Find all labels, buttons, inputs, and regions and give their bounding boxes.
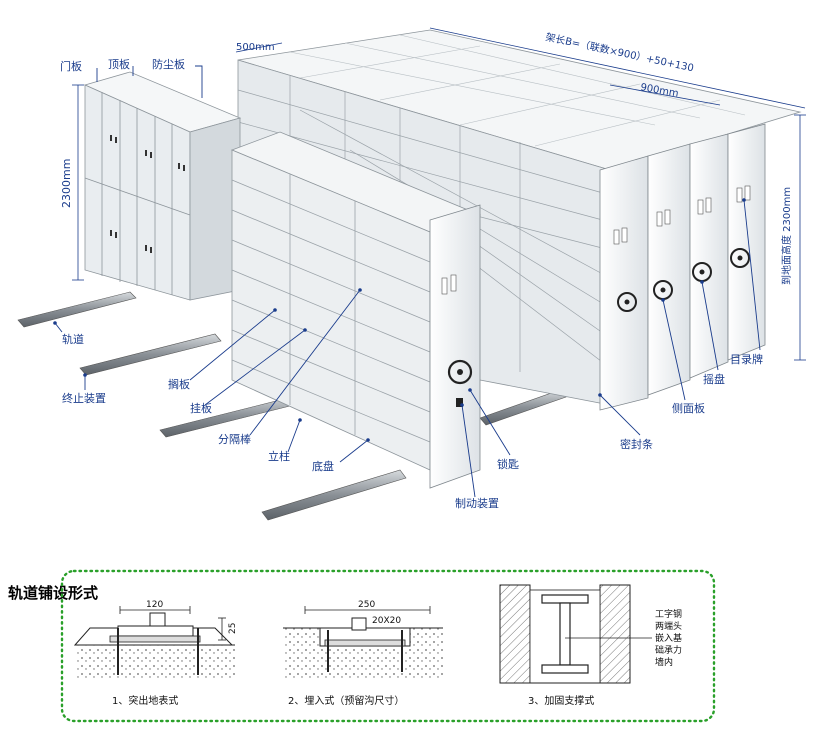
- label-hanging-board: 挂板: [190, 401, 212, 415]
- form-2-caption: 2、埋入式（预留沟尺寸）: [288, 694, 404, 707]
- rail-2: [79, 333, 222, 376]
- door-cabinet-block: [83, 71, 242, 301]
- front-hand-wheel: [447, 359, 473, 385]
- rail-5: [479, 389, 567, 426]
- label-divider-rod: 分隔棒: [218, 432, 251, 446]
- label-side-panel: 侧面板: [672, 401, 705, 415]
- label-catalog-plate: 目录牌: [730, 352, 763, 366]
- form-2-diagram: 250 20X20 2、埋入式（预留沟尺寸）: [283, 600, 443, 707]
- label-stop-device: 终止装置: [62, 391, 106, 405]
- label-seal-strip: 密封条: [620, 437, 653, 451]
- form-2-width: 250: [358, 600, 375, 610]
- label-key: 锁匙: [497, 457, 519, 471]
- section-title: 轨道铺设形式: [8, 584, 98, 602]
- label-base-tray: 底盘: [312, 459, 334, 473]
- form-3-diagram: 工字钢 两端头 嵌入基 础承力 墙内 3、加固支撑式: [499, 584, 682, 707]
- form-1-diagram: 120 25 1、突出地表式: [73, 600, 238, 707]
- label-door-panel: 门板: [60, 59, 82, 73]
- form-3-caption: 3、加固支撑式: [528, 694, 594, 707]
- side-panel-1: [599, 155, 649, 411]
- label-height-left: 2300mm: [60, 159, 73, 208]
- label-dust-panel: 防尘板: [152, 57, 185, 71]
- rail-installation-section: 轨道铺设形式 120 25 1、突出地表式: [8, 569, 716, 723]
- label-hand-wheel: 摇盘: [703, 372, 725, 386]
- label-depth-dim: 500mm: [236, 42, 275, 53]
- side-panel-2: [647, 143, 691, 396]
- dotted-border: [60, 569, 716, 723]
- label-brake-device: 制动装置: [455, 497, 499, 510]
- form-3-note-4: 础承力: [655, 644, 682, 656]
- side-panel-3: [689, 133, 729, 379]
- label-height-right: 到地面高度 2300mm: [780, 187, 793, 285]
- form-3-note-5: 墙内: [655, 656, 673, 668]
- label-shelf-board: 搁板: [168, 377, 190, 391]
- form-3-note-3: 嵌入基: [655, 632, 682, 644]
- label-column: 立柱: [268, 449, 290, 463]
- form-3-note-2: 两端头: [655, 620, 682, 632]
- label-top-panel: 顶板: [108, 57, 130, 71]
- side-panel-4: [727, 123, 766, 361]
- rail-1: [17, 291, 137, 328]
- label-rail: 轨道: [62, 332, 84, 346]
- leader-lines: [53, 65, 761, 498]
- form-1-caption: 1、突出地表式: [112, 694, 178, 707]
- form-2-groove: 20X20: [372, 616, 401, 626]
- form-1-width: 120: [146, 600, 163, 610]
- dimension-lines: [72, 27, 806, 361]
- rail-4: [261, 469, 407, 521]
- front-side-panel: [429, 204, 481, 489]
- form-3-note-1: 工字钢: [655, 608, 682, 620]
- front-open-shelf: [230, 131, 482, 489]
- rails: [17, 291, 567, 521]
- form-1-height: 25: [228, 623, 238, 634]
